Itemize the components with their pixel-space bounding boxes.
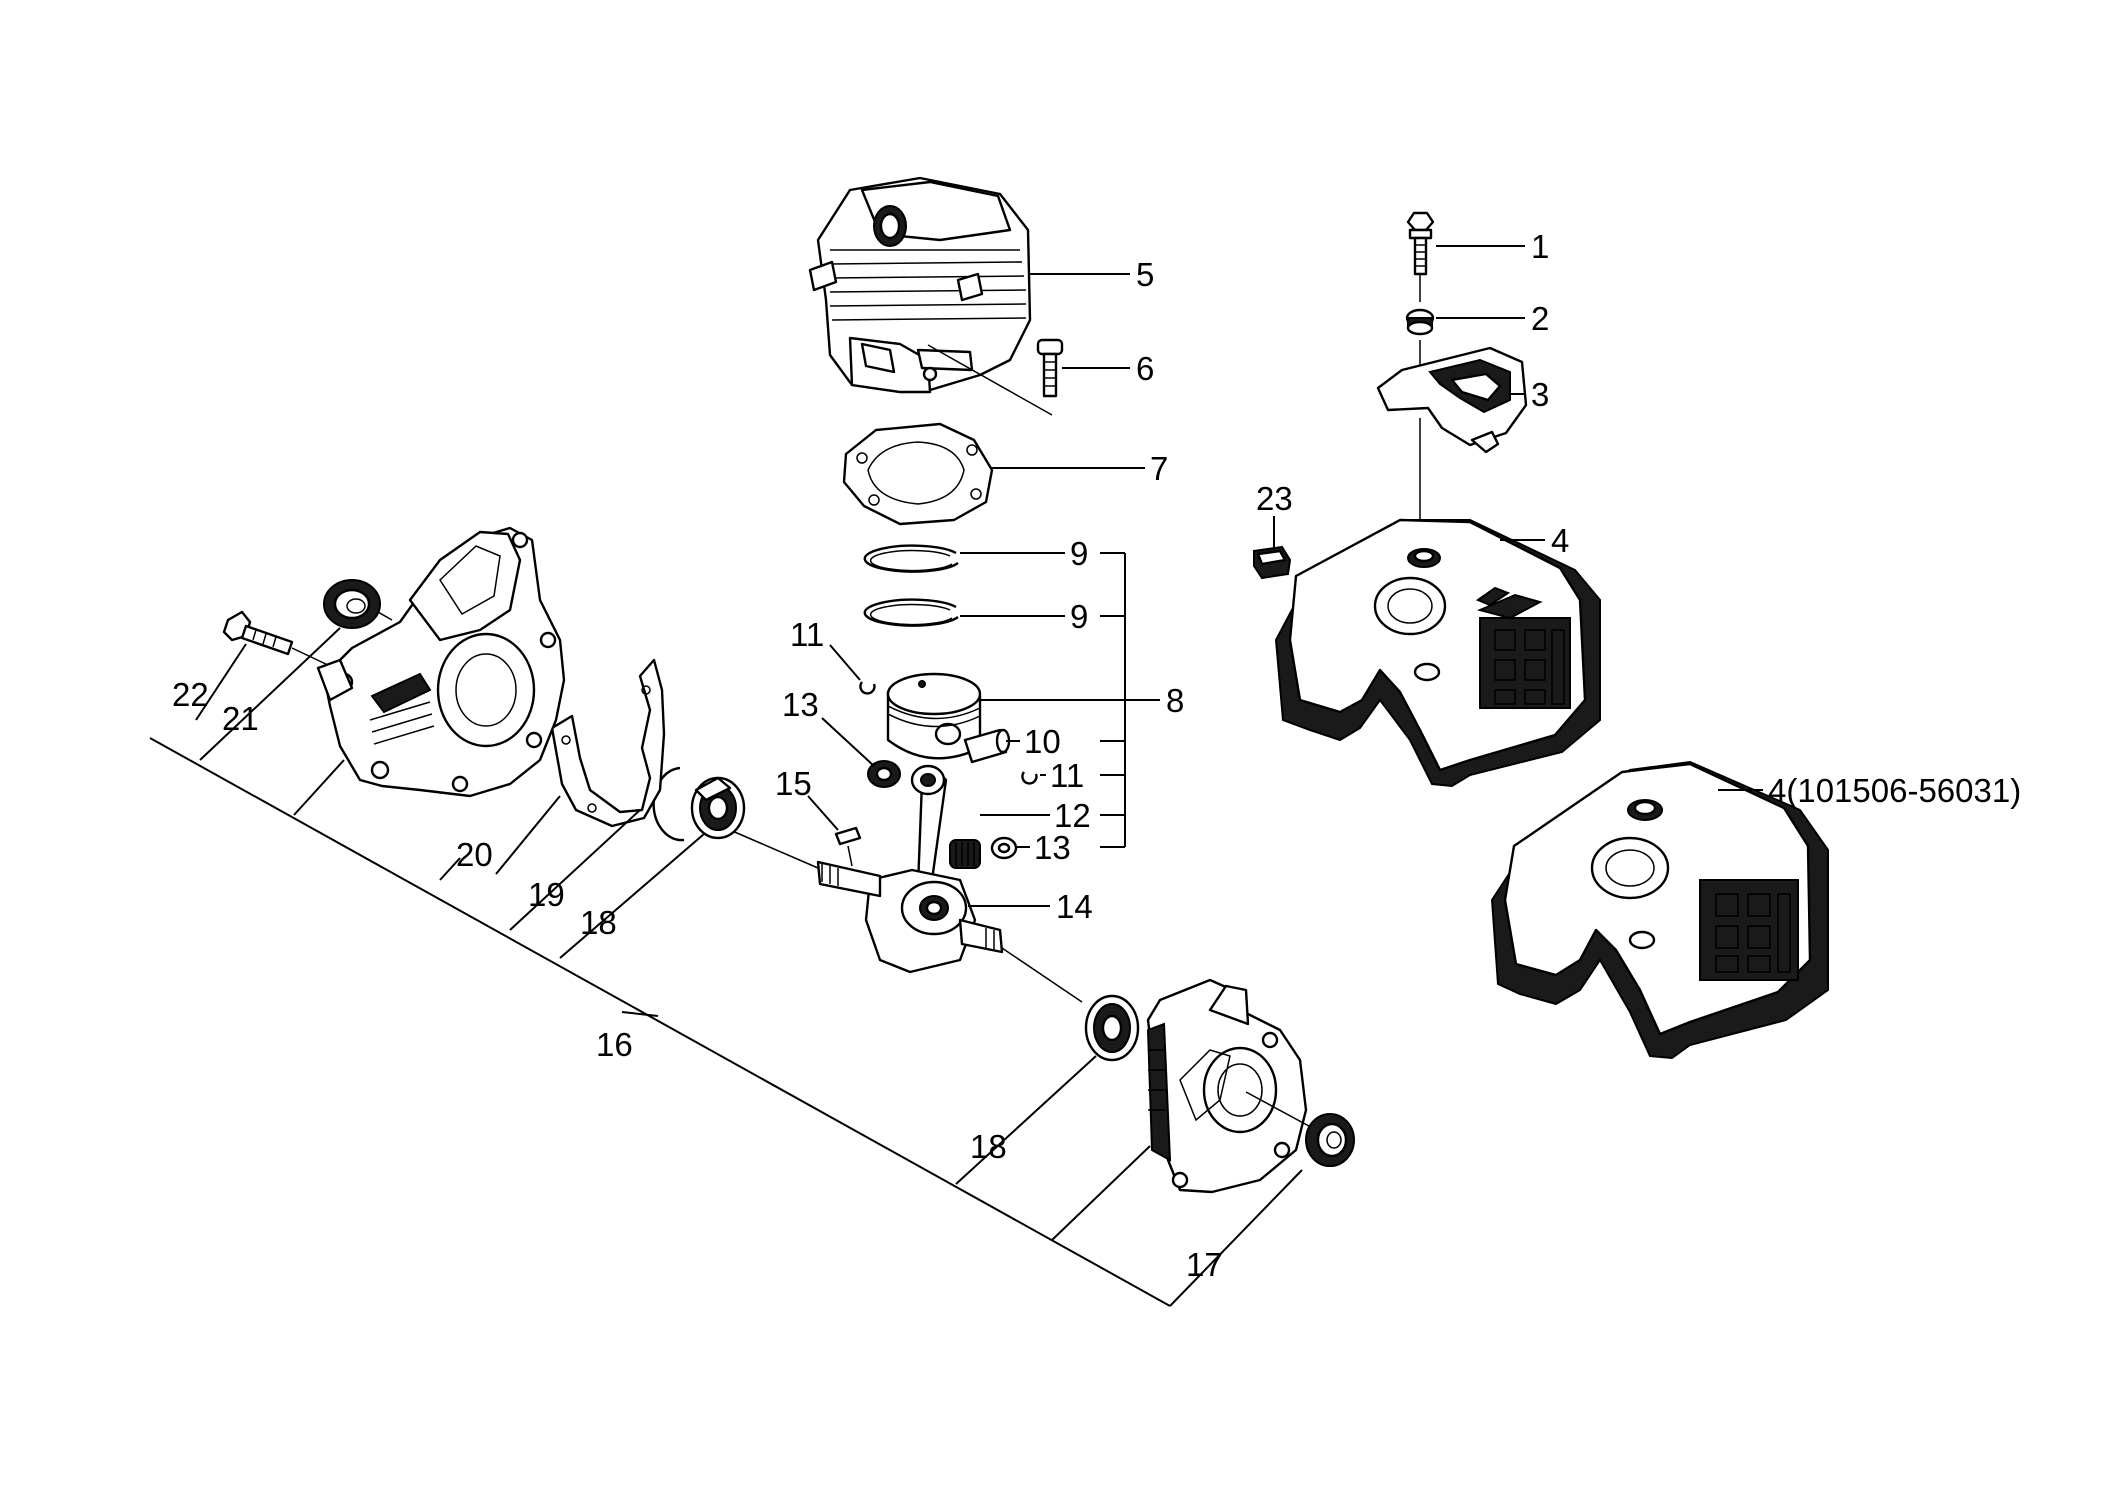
- part-cylinder: [808, 176, 1053, 416]
- part-screw: [1036, 338, 1064, 398]
- part-crankshaft: [729, 764, 1083, 1003]
- callout-13-left: 13: [782, 686, 819, 723]
- callout-16: 16: [596, 1026, 633, 1063]
- callout-23: 23: [1256, 480, 1293, 517]
- leader-lines: [149, 245, 1763, 1307]
- part-top-cover-variant: [1490, 760, 1829, 1060]
- callout-18-left: 18: [580, 904, 617, 941]
- part-crankcase-gasket: [550, 658, 666, 828]
- callout-4: 4: [1551, 522, 1569, 559]
- callout-11-right: 11: [1050, 757, 1084, 794]
- part-washer: [1405, 308, 1435, 336]
- part-thrust-washer-left: [867, 760, 901, 788]
- callout-7: 7: [1150, 450, 1168, 487]
- part-thrust-washer-right: [990, 836, 1018, 860]
- part-oil-seal-left: [323, 579, 393, 629]
- callout-22: 22: [172, 676, 209, 713]
- callout-15: 15: [775, 765, 812, 802]
- callout-19: 19: [528, 876, 565, 913]
- callout-17: 17: [1186, 1246, 1223, 1283]
- part-top-cover: [1274, 518, 1601, 788]
- part-piston: [886, 672, 982, 760]
- part-pad: [1253, 545, 1292, 580]
- callout-5: 5: [1136, 256, 1154, 293]
- part-crankcase-bolt: [222, 610, 331, 667]
- callout-20: 20: [456, 836, 493, 873]
- callout-10: 10: [1024, 723, 1061, 760]
- callout-1: 1: [1531, 228, 1549, 265]
- part-ball-bearing-left: [690, 776, 746, 840]
- part-gasket: [842, 422, 994, 526]
- callout-labels: 1 2 3 4 4(101506-56031) 5 6 7 8 9 9 10 1…: [172, 228, 2021, 1283]
- part-crankcase-right: [1146, 978, 1321, 1194]
- callout-9-lower: 9: [1070, 598, 1088, 635]
- part-bolt: [1406, 211, 1435, 302]
- callout-18-right: 18: [970, 1128, 1007, 1165]
- part-piston-ring-lower: [863, 598, 959, 627]
- callout-14: 14: [1056, 888, 1093, 925]
- callout-11-left: 11: [790, 616, 824, 653]
- part-key: [834, 826, 862, 867]
- callout-13-right: 13: [1034, 829, 1071, 866]
- callout-9-upper: 9: [1070, 535, 1088, 572]
- part-circlip-right: [1021, 771, 1038, 785]
- callout-21: 21: [222, 700, 259, 737]
- callout-12: 12: [1054, 797, 1091, 834]
- part-circlip-left: [859, 681, 876, 695]
- callout-8: 8: [1166, 682, 1184, 719]
- callout-3: 3: [1531, 376, 1549, 413]
- part-cover-plate: [1376, 340, 1528, 548]
- callout-6: 6: [1136, 350, 1154, 387]
- part-ball-bearing-right: [1084, 994, 1140, 1062]
- part-piston-pin: [963, 728, 1011, 764]
- part-oil-seal-right: [1305, 1113, 1355, 1167]
- part-piston-ring-upper: [863, 544, 959, 573]
- callout-2: 2: [1531, 300, 1549, 337]
- part-crankcase-left: [316, 526, 566, 798]
- callout-4-variant: 4(101506-56031): [1768, 772, 2021, 809]
- part-needle-bearing: [949, 839, 981, 869]
